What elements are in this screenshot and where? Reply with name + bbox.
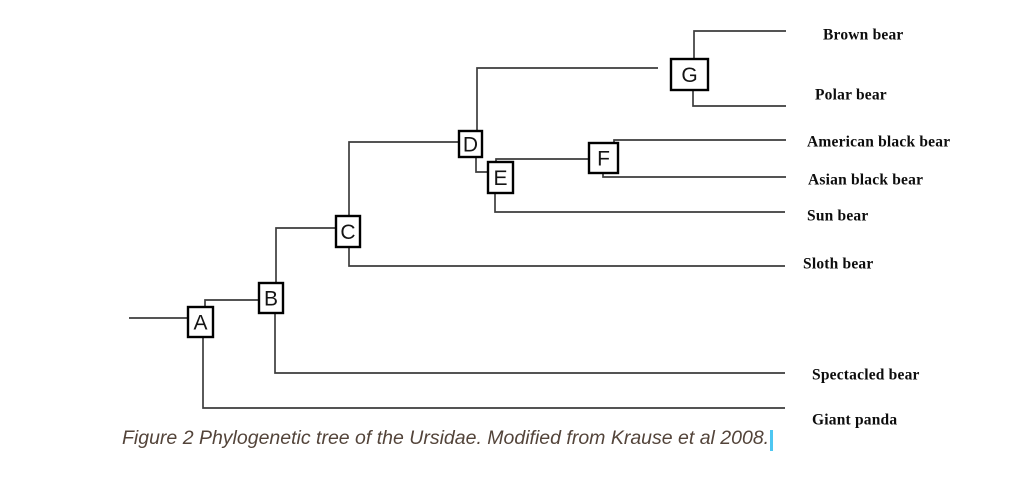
figure-caption-text: Figure 2 Phylogenetic tree of the Ursida… [122, 427, 770, 449]
node-box-B [257, 281, 285, 315]
branch-d-to-g [476, 67, 658, 131]
taxon-label: American black bear [807, 134, 950, 151]
node-B: B [257, 281, 285, 315]
node-E: E [486, 160, 515, 195]
taxon-label: Asian black bear [808, 172, 923, 189]
taxon-label: Brown bear [823, 27, 904, 44]
node-box-C [334, 214, 362, 249]
node-label-E: E [493, 167, 507, 190]
branch-e-to-sun [494, 193, 785, 213]
branch-a-to-b [204, 299, 259, 307]
node-label-A: A [193, 312, 207, 335]
branch-f-to-american [613, 139, 786, 143]
taxon-label: Giant panda [812, 412, 897, 429]
branch-g-to-brown [693, 30, 786, 59]
node-G: G [669, 57, 710, 92]
node-label-B: B [264, 288, 278, 311]
node-box-D [457, 129, 484, 159]
node-label-C: C [340, 221, 355, 244]
branch-c-to-sloth [348, 247, 785, 267]
branch-d-to-e [475, 157, 488, 173]
branch-b-to-spectacled [274, 313, 785, 374]
node-label-D: D [463, 134, 478, 157]
taxon-label: Polar bear [815, 87, 887, 104]
text-cursor [770, 430, 774, 451]
node-C: C [334, 214, 362, 249]
node-label-G: G [681, 64, 697, 87]
node-box-E [486, 160, 515, 195]
node-box-F [587, 141, 620, 175]
branch-b-to-c [275, 227, 336, 283]
node-F: F [587, 141, 620, 175]
node-label-F: F [597, 148, 610, 171]
taxon-label: Spectacled bear [812, 367, 920, 384]
taxon-label: Sun bear [807, 208, 868, 225]
branch-c-to-d [348, 141, 459, 216]
node-D: D [457, 129, 484, 159]
figure-caption[interactable]: Figure 2 Phylogenetic tree of the Ursida… [122, 426, 774, 451]
branch-a-to-giant-panda [202, 337, 785, 409]
node-box-A [186, 305, 215, 339]
node-box-G [669, 57, 710, 92]
node-A: A [186, 305, 215, 339]
branch-g-to-polar [692, 90, 786, 107]
taxon-label: Sloth bear [803, 256, 873, 273]
branch-f-to-asian [602, 173, 786, 178]
